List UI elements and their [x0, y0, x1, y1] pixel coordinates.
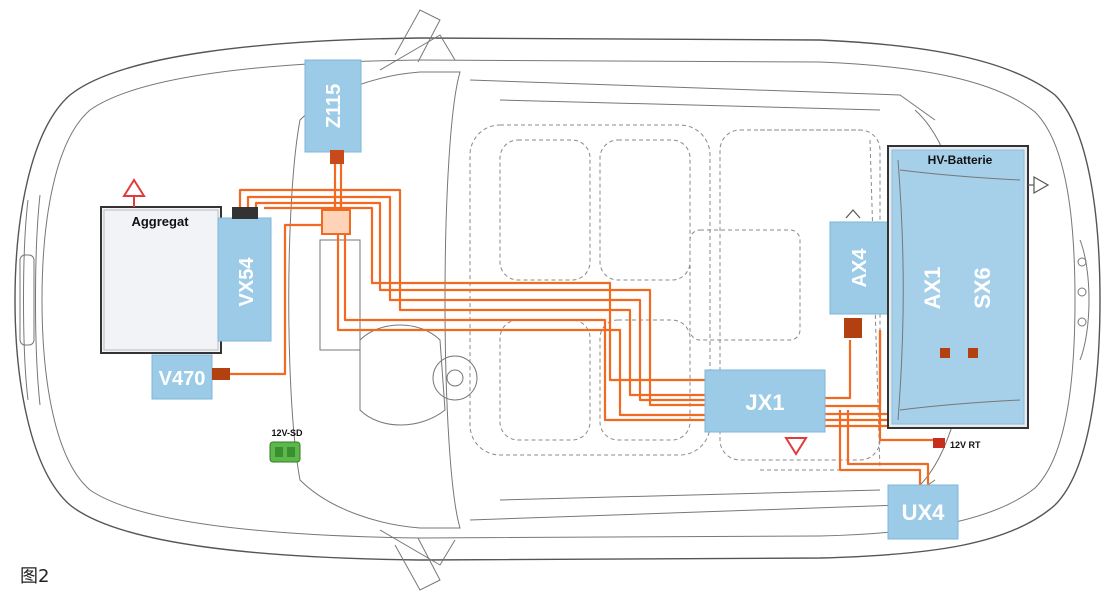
connector-icon: [933, 438, 945, 448]
twelve-v-rt-label: 12V RT: [950, 440, 981, 450]
connector-icon: [330, 150, 344, 164]
aggregat-label: Aggregat: [131, 214, 189, 229]
v470-label: V470: [159, 368, 206, 390]
jx1-box: JX1: [704, 369, 826, 433]
junction-block: [321, 209, 351, 235]
car-body: [14, 9, 1101, 591]
z115-box: Z115: [304, 59, 362, 164]
ux4-label: UX4: [902, 500, 946, 525]
hv-cables: [230, 160, 977, 485]
ax1-label: AX1: [920, 267, 945, 310]
vx54-box: VX54: [217, 207, 272, 342]
aggregat-unit: Aggregat: [100, 206, 222, 354]
ux4-box: UX4: [887, 484, 959, 540]
hv-batterie-label: HV-Batterie: [928, 153, 993, 167]
connector-icon: [844, 318, 862, 338]
jx1-label: JX1: [745, 390, 784, 415]
vx54-label: VX54: [236, 257, 258, 307]
connector-icon: [212, 368, 230, 380]
ax4-label: AX4: [849, 248, 871, 288]
connector-icon: [232, 207, 258, 219]
ax4-box: AX4: [829, 209, 889, 338]
warning-triangle-icon: [784, 437, 808, 456]
z115-label: Z115: [323, 84, 345, 128]
hv-battery: HV-Batterie AX1 SX6: [887, 145, 1029, 429]
connector-icon: [269, 441, 301, 463]
twelve-v-sd-label: 12V-SD: [271, 428, 303, 438]
warning-triangle-icon: [122, 178, 146, 207]
service-disconnect: 12V-SD: [269, 428, 303, 463]
v470-box: V470: [151, 354, 230, 400]
warning-triangle-icon: [1028, 175, 1050, 195]
sx6-label: SX6: [970, 267, 995, 309]
figure-caption: 图2: [20, 566, 50, 587]
twelve-v-rt: 12V RT: [933, 438, 981, 450]
